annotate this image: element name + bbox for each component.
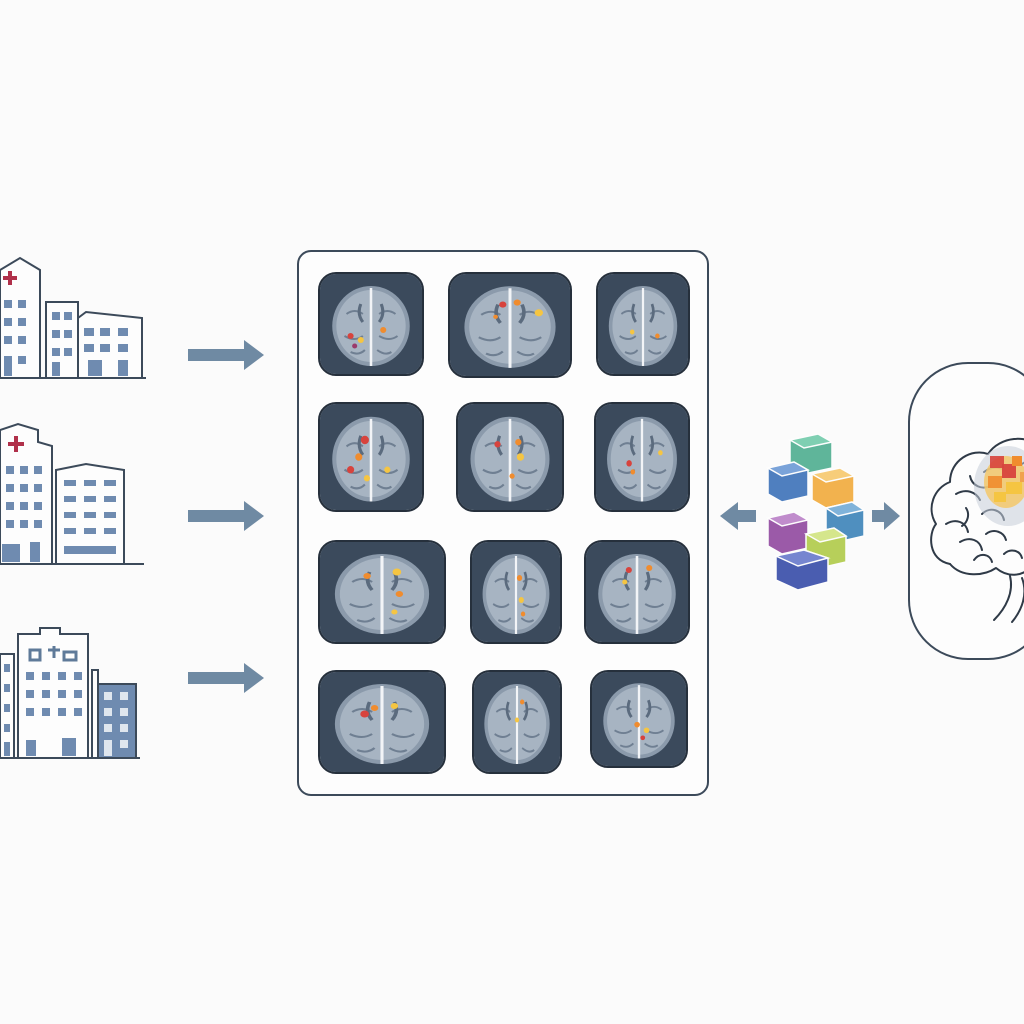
brain-outline-icon <box>930 437 1024 623</box>
brain-mri-scan-icon <box>594 402 690 512</box>
brain-mri-scan-icon <box>590 670 688 768</box>
arrow-right-icon <box>872 502 900 530</box>
brain-mri-scan-icon <box>448 272 572 378</box>
arrow-right-icon <box>188 663 264 693</box>
brain-mri-scan-icon <box>584 540 690 644</box>
hospital-building-icon <box>0 422 144 565</box>
brain-mri-scan-icon <box>456 402 564 512</box>
brain-mri-scan-icon <box>472 670 562 774</box>
brain-mri-scan-icon <box>318 272 424 376</box>
hospital-building-icon <box>0 256 146 379</box>
brain-mri-scan-icon <box>318 670 446 774</box>
brain-mri-scan-icon <box>318 402 424 512</box>
arrow-right-icon <box>188 340 264 370</box>
hospital-building-icon <box>0 627 140 759</box>
brain-output-panel <box>908 362 1024 660</box>
brain-mri-scan-icon <box>470 540 562 644</box>
arrow-right-icon <box>188 501 264 531</box>
brain-mri-scan-icon <box>596 272 690 376</box>
arrow-left-icon <box>720 502 756 530</box>
brain-mri-scan-icon <box>318 540 446 644</box>
